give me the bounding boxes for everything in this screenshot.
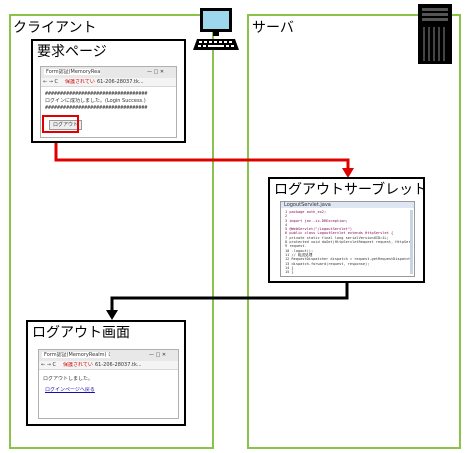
nav-icons[interactable]: ← → C — [41, 362, 57, 368]
code-line: 2 — [285, 214, 288, 219]
request-page-title: 要求ページ — [37, 44, 107, 60]
address-url[interactable]: 61-206-28037.tk... — [97, 79, 144, 85]
browser-tab[interactable]: Form認証(MemoryRealm) — [44, 69, 100, 75]
editor-tab[interactable]: LogoutServlet.java — [281, 202, 414, 208]
black-flow-arrow — [110, 283, 349, 312]
code-line: 10 .logout(); — [285, 248, 314, 253]
server-zone-label: サーバ — [252, 20, 294, 36]
code-line: 4 — [285, 222, 288, 227]
code-line: 9 request. — [285, 244, 307, 249]
logout-screen-node: ログアウト画面 Form認証(MemoryRealm) ログアウト — □ ✕ … — [26, 320, 186, 426]
client-zone-label: クライアント — [13, 20, 97, 36]
back-to-login-link[interactable]: ログインページへ戻る — [45, 387, 95, 393]
hash-line-1: ################################## — [45, 91, 148, 97]
address-bar: ← → C 保護されてい 61-206-28037.tk... — [41, 78, 176, 87]
code-line: 5 @WebServlet("/LogoutServlet") — [285, 227, 353, 232]
logout-screen-title: ログアウト画面 — [32, 325, 130, 341]
desktop-pc-icon — [193, 8, 239, 50]
code-lines: 1 package auth_ex2;2 3 import jav..ix.DR… — [285, 210, 411, 274]
request-page-node: 要求ページ Form認証(MemoryRealm) — □ ✕ ← → C 保護… — [31, 39, 186, 143]
browser-tabbar: Form認証(MemoryRealm) ログアウト — □ ✕ — [39, 350, 178, 361]
address-url[interactable]: 61-206-28037.tk... — [95, 362, 142, 368]
code-line: 11 // 転送処理 — [285, 252, 313, 257]
request-page-browser: Form認証(MemoryRealm) — □ ✕ ← → C 保護されてい 6… — [40, 66, 177, 138]
editor-scrollbar[interactable] — [410, 210, 413, 274]
logout-screen-browser: Form認証(MemoryRealm) ログアウト — □ ✕ ← → C 保護… — [38, 349, 179, 419]
code-line: 3 import jav..ix.DRException; — [285, 218, 348, 223]
logout-servlet-node: ログアウトサーブレット LogoutServlet.java 1 package… — [268, 177, 428, 283]
logout-message: ログアウトしました。 — [43, 376, 94, 382]
login-success-message: ログインに成功しました。(Login Success.) — [45, 98, 146, 104]
code-line: 1 package auth_ex2; — [285, 210, 327, 214]
black-arrowhead — [106, 310, 118, 320]
logout-button[interactable]: ログアウト — [49, 120, 83, 130]
server-tower-icon — [418, 4, 452, 64]
address-warning: 保護されてい — [63, 362, 93, 368]
window-controls: — □ ✕ — [149, 352, 167, 358]
browser-tab[interactable]: Form認証(MemoryRealm) ログアウト — [42, 352, 110, 358]
address-warning: 保護されてい — [65, 79, 95, 85]
browser-tabbar: Form認証(MemoryRealm) — □ ✕ — [41, 67, 176, 78]
server-zone — [247, 14, 461, 449]
code-line: 15 } — [285, 270, 294, 275]
address-bar: ← → C 保護されてい 61-206-28037.tk... — [39, 361, 178, 370]
code-line: 8 protected void doGet(HttpServletReques… — [285, 240, 411, 245]
code-line: 12 RequestDispatcher dispatch = request.… — [285, 257, 411, 262]
window-controls: — □ ✕ — [147, 69, 165, 75]
code-line: 6 public class LogoutServlet extends Htt… — [285, 231, 394, 236]
code-line: 7 private static final long serialVersio… — [285, 235, 389, 240]
red-flow-arrow — [54, 133, 350, 170]
hash-line-2: ################################## — [45, 105, 148, 111]
logout-button-highlight — [42, 115, 79, 133]
nav-icons[interactable]: ← → C — [43, 79, 59, 85]
code-line: 13 dispatch.forward(request, response); — [285, 261, 370, 266]
red-arrowhead — [342, 168, 354, 178]
code-editor: LogoutServlet.java 1 package auth_ex2;2 … — [280, 201, 415, 277]
client-zone — [9, 14, 214, 449]
code-line: 14 } — [285, 265, 294, 270]
logout-servlet-title: ログアウトサーブレット — [274, 182, 428, 198]
